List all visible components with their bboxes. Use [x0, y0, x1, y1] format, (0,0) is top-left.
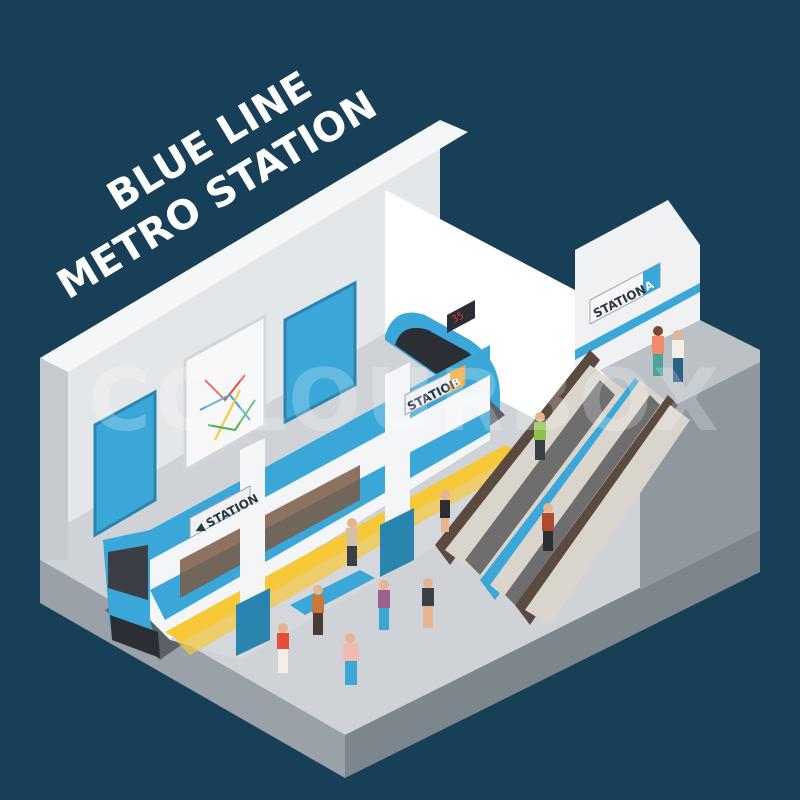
person — [534, 412, 546, 460]
base-right-face — [345, 528, 760, 778]
escalator — [435, 350, 625, 580]
people — [277, 326, 684, 685]
escalator — [515, 395, 690, 625]
person — [672, 330, 684, 382]
person — [422, 578, 434, 628]
wall-panel-blue — [93, 389, 157, 538]
pillar — [236, 438, 270, 656]
bench — [290, 570, 375, 615]
left-wall-top — [40, 120, 468, 372]
person — [440, 490, 450, 532]
person — [312, 585, 324, 635]
metro-map-poster — [183, 313, 267, 473]
person — [343, 633, 359, 685]
person — [542, 503, 554, 551]
person — [277, 623, 289, 673]
person — [378, 580, 390, 630]
escalator — [480, 378, 665, 610]
left-wall-side — [40, 358, 68, 560]
pillar — [380, 362, 414, 577]
clock-value: 35 — [450, 310, 466, 325]
person — [652, 326, 664, 376]
clock-display: 35 — [447, 300, 475, 333]
back-wall — [385, 190, 575, 440]
watermark: COLOURBOX — [88, 351, 723, 451]
right-wall-stripe — [575, 283, 700, 360]
wall-panel-blue — [283, 280, 357, 425]
person — [346, 518, 358, 566]
